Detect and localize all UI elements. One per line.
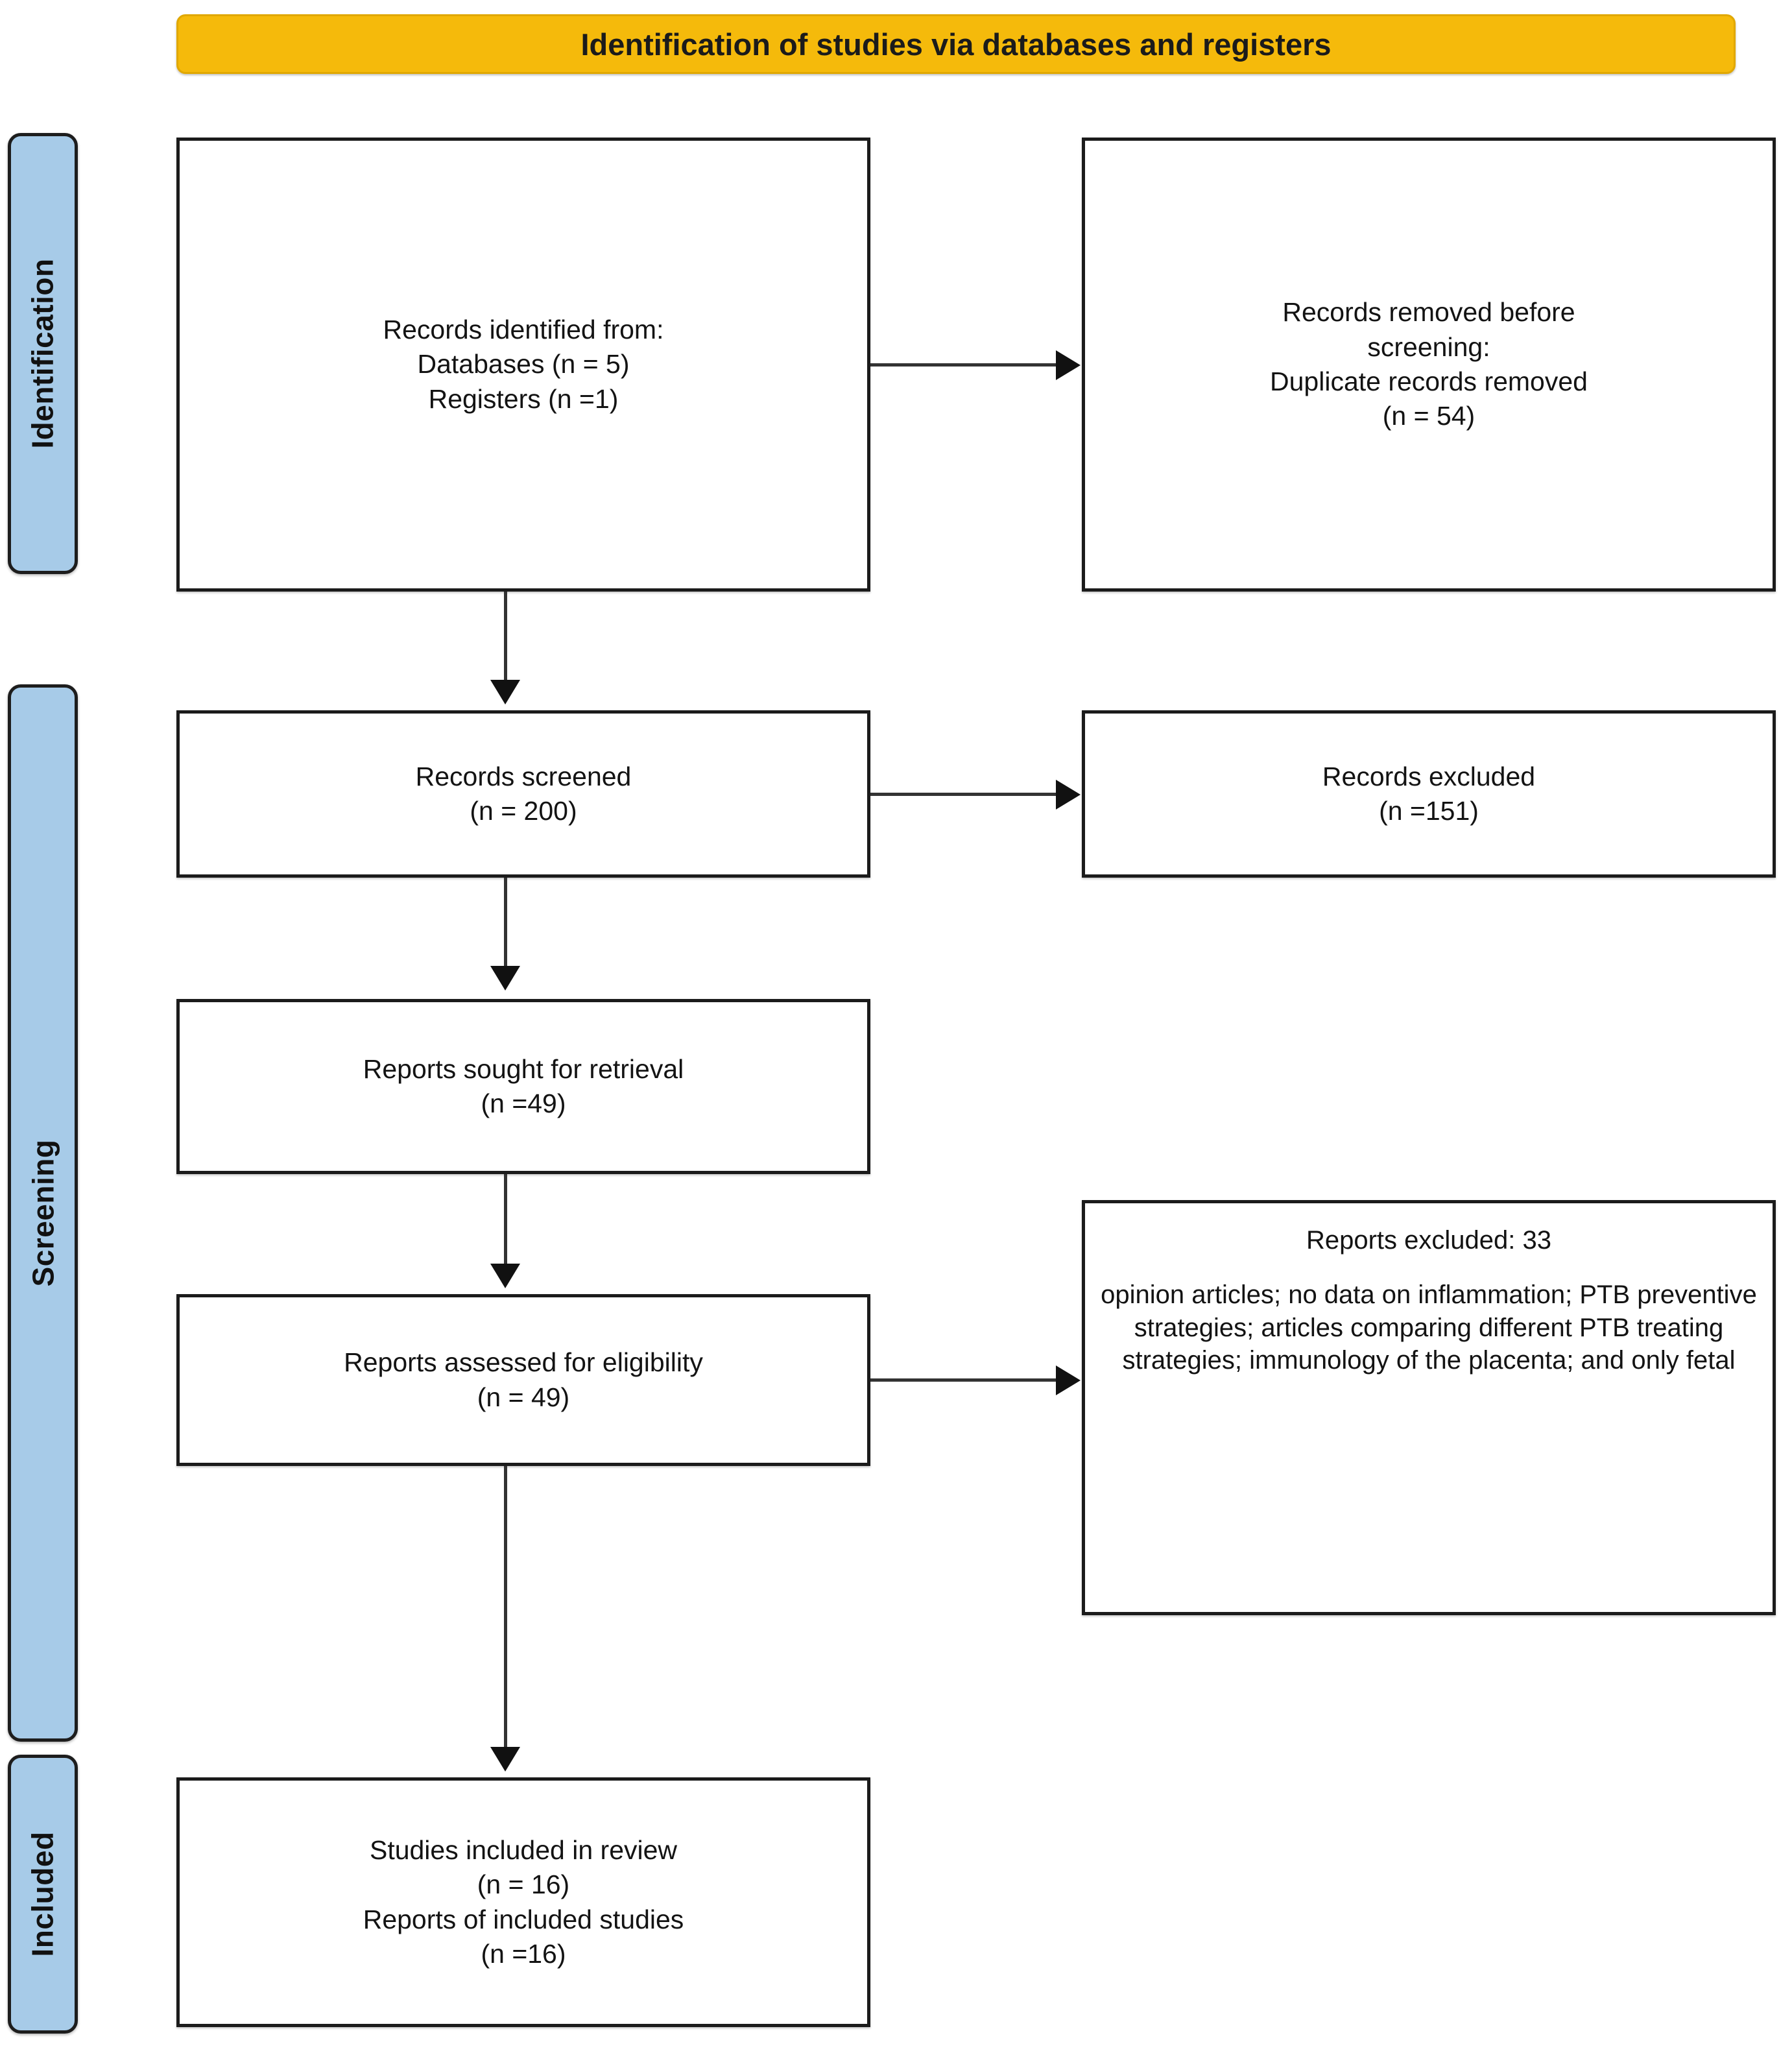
connector-screened-to-sought bbox=[504, 878, 507, 975]
records-removed-line-2: screening: bbox=[1367, 330, 1490, 365]
records-removed-line-4: (n = 54) bbox=[1382, 401, 1475, 431]
stage-label-screening-text: Screening bbox=[26, 1139, 60, 1287]
arrow-down-icon-assessed-to-included bbox=[490, 1747, 520, 1772]
box-records-screened: Records screened (n = 200) bbox=[176, 710, 870, 878]
stage-label-included: Included bbox=[8, 1755, 78, 2034]
reports-assessed-line-1: Reports assessed for eligibility bbox=[344, 1347, 703, 1378]
studies-included-line-1: Studies included in review bbox=[369, 1834, 678, 1865]
connector-screened-to-excluded bbox=[870, 793, 1065, 796]
arrow-down-icon-identified-to-screened bbox=[490, 680, 520, 704]
box-reports-sought: Reports sought for retrieval (n =49) bbox=[176, 999, 870, 1174]
reports-sought-line-1: Reports sought for retrieval bbox=[363, 1053, 684, 1084]
reports-excluded-heading: Reports excluded: 33 bbox=[1306, 1226, 1551, 1255]
arrow-right-icon-screened-to-excluded bbox=[1056, 780, 1081, 810]
studies-included-line-2: (n = 16) bbox=[477, 1869, 570, 1900]
box-records-identified: Records identified from: Databases (n = … bbox=[176, 138, 870, 592]
records-screened-line-2: (n = 200) bbox=[470, 796, 577, 826]
box-records-excluded: Records excluded (n =151) bbox=[1082, 710, 1776, 878]
stage-label-identification: Identification bbox=[8, 133, 78, 574]
studies-included-line-4: (n =16) bbox=[481, 1938, 566, 1969]
reports-assessed-line-2: (n = 49) bbox=[477, 1382, 570, 1412]
diagram-header-banner: Identification of studies via databases … bbox=[176, 14, 1736, 74]
stage-label-included-text: Included bbox=[26, 1831, 60, 1957]
arrow-right-icon-assessed-to-reports-excluded bbox=[1056, 1365, 1081, 1395]
connector-sought-to-assessed bbox=[504, 1174, 507, 1273]
connector-identified-to-screened bbox=[504, 592, 507, 689]
records-removed-line-3: Duplicate records removed bbox=[1270, 367, 1588, 396]
stage-label-screening: Screening bbox=[8, 684, 78, 1742]
diagram-title: Identification of studies via databases … bbox=[580, 27, 1332, 62]
studies-included-line-3: Reports of included studies bbox=[363, 1904, 684, 1934]
records-excluded-line-1: Records excluded bbox=[1322, 761, 1536, 791]
box-reports-excluded: Reports excluded: 33 opinion articles; n… bbox=[1082, 1200, 1776, 1615]
records-excluded-line-2: (n =151) bbox=[1379, 796, 1479, 826]
connector-identified-to-removed bbox=[870, 363, 1065, 367]
records-removed-text-plain: Records removed bbox=[1282, 297, 1492, 328]
stage-label-identification-text: Identification bbox=[26, 258, 60, 449]
box-records-removed: Records removed before screening: Duplic… bbox=[1082, 138, 1776, 592]
arrow-down-icon-sought-to-assessed bbox=[490, 1264, 520, 1288]
records-removed-line-1: Records removed before bbox=[1282, 295, 1575, 330]
records-identified-line-2: Databases (n = 5) bbox=[417, 349, 630, 379]
box-studies-included: Studies included in review (n = 16) Repo… bbox=[176, 1777, 870, 2027]
records-identified-line-3: Registers (n =1) bbox=[428, 383, 619, 414]
box-reports-assessed: Reports assessed for eligibility (n = 49… bbox=[176, 1294, 870, 1466]
records-removed-colon: : bbox=[1483, 331, 1490, 362]
reports-sought-line-2: (n =49) bbox=[481, 1088, 566, 1118]
connector-assessed-to-reports-excluded bbox=[870, 1378, 1065, 1382]
connector-assessed-to-included bbox=[504, 1466, 507, 1756]
arrow-right-icon-identified-to-removed bbox=[1056, 350, 1081, 380]
reports-excluded-reasons: opinion articles; no data on inflammatio… bbox=[1101, 1280, 1757, 1375]
records-identified-line-1: Records identified from: bbox=[383, 315, 664, 345]
arrow-down-icon-screened-to-sought bbox=[490, 966, 520, 991]
records-screened-line-1: Records screened bbox=[415, 761, 632, 791]
records-removed-text-italic-before: before bbox=[1499, 297, 1575, 328]
records-removed-text-italic-screening: screening bbox=[1367, 331, 1483, 362]
